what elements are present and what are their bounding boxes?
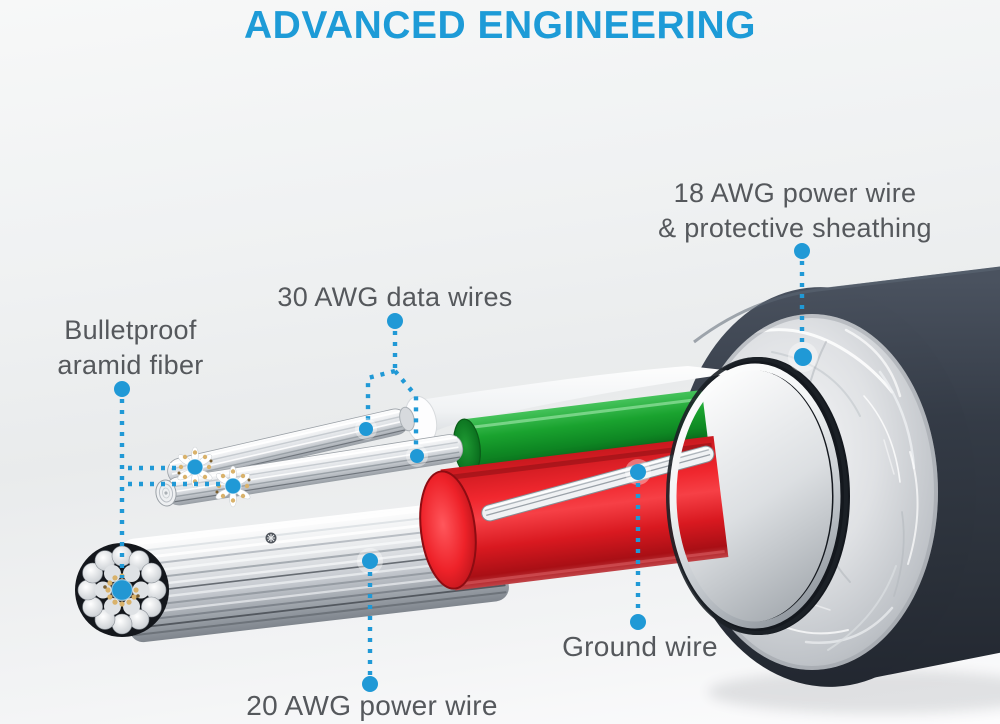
- label-bulletproof-aramid-fiber: Bulletproof aramid fiber: [18, 313, 243, 383]
- label-20awg-power-wire: 20 AWG power wire: [217, 689, 527, 723]
- label-line: Ground wire: [562, 631, 718, 662]
- leader-ground: [625, 459, 651, 630]
- label-line: & protective sheathing: [658, 213, 932, 243]
- leader-30awg: [355, 313, 428, 467]
- label-line: aramid fiber: [57, 350, 204, 380]
- label-line: 20 AWG power wire: [246, 690, 498, 721]
- braided-shield-rim: [666, 357, 848, 635]
- label-line: Bulletproof: [64, 315, 197, 345]
- label-30awg-data-wires: 30 AWG data wires: [240, 280, 550, 315]
- aramid-fiber-core: [103, 573, 140, 607]
- strand-detail: [265, 532, 277, 544]
- label-line: 18 AWG power wire: [673, 178, 917, 208]
- aramid-burst-upper: [177, 446, 213, 489]
- cable-shadow: [708, 670, 1000, 714]
- callout-leaders: [114, 243, 818, 692]
- aramid-burst-lower: [215, 465, 251, 508]
- inner-tube-interior: [674, 370, 832, 622]
- label-ground-wire: Ground wire: [488, 630, 792, 664]
- leader-18awg: [788, 243, 818, 372]
- leader-aramid: [114, 381, 220, 578]
- data-wire-cut-face: [155, 479, 177, 507]
- label-line: 30 AWG data wires: [277, 282, 513, 312]
- power-wire-20awg-face: [75, 543, 169, 637]
- page-title: ADVANCED ENGINEERING: [244, 4, 756, 47]
- leader-20awg: [357, 548, 383, 692]
- label-18awg-power-wire: 18 AWG power wire & protective sheathing: [630, 176, 960, 246]
